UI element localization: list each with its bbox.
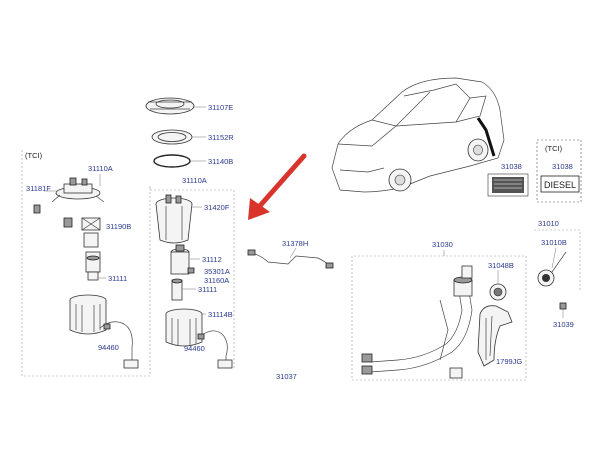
- fuel-line-31378h: [247, 249, 334, 269]
- callout-31030: 31030: [432, 240, 453, 249]
- callout-31010: 31010: [538, 219, 559, 228]
- fuel-pump-module-31420f: [155, 194, 193, 244]
- cap-31048b: [489, 283, 507, 301]
- callout-31038-b: 31038: [552, 162, 573, 171]
- red-arrow-icon: [248, 153, 307, 220]
- callout-31378h: 31378H: [282, 239, 308, 248]
- callout-31107e: 31107E: [208, 103, 233, 112]
- callout-31114b: 31114B: [208, 310, 233, 319]
- sender-35301a: [187, 267, 195, 274]
- diesel-label: DIESEL: [544, 180, 576, 190]
- fuel-pump-motor-tci: [85, 251, 101, 281]
- filter-31111: [171, 278, 183, 301]
- clip-part-31181f: [33, 204, 41, 214]
- callout-31111: 31111: [198, 285, 217, 294]
- filter-31190b: [63, 217, 101, 248]
- filler-door-frame: [534, 229, 581, 290]
- wiring-harness-94460: [197, 330, 233, 369]
- callout-31140b: 31140B: [208, 157, 233, 166]
- ring-31152r: [151, 129, 193, 145]
- wiring-harness-tci: [99, 321, 139, 369]
- gasket-31140b: [153, 154, 191, 168]
- callout-31048b: 31048B: [488, 261, 514, 270]
- tci-tag-left: (TCI): [25, 151, 43, 160]
- callout-31110a: 31110A: [182, 176, 207, 185]
- filler-door-31010b: [537, 247, 567, 287]
- hose-1799jg: [477, 305, 513, 367]
- lock-ring-31107e: [145, 97, 195, 115]
- callout-35301a: 35301A: [204, 267, 230, 276]
- callout-31152r: 31152R: [208, 133, 234, 142]
- callout-94460-tci: 94460: [98, 343, 119, 352]
- callout-1799jg: 1799JG: [496, 357, 522, 366]
- filler-group-frame: [351, 255, 527, 381]
- callout-31037: 31037: [276, 372, 297, 381]
- fuel-pump-motor-31112: [170, 244, 190, 275]
- tci-group-frame: [21, 150, 151, 377]
- callout-31420f: 31420F: [204, 203, 230, 212]
- callout-31160a: 31160A: [204, 276, 229, 285]
- diesel-label-plate: [540, 175, 580, 193]
- callout-31038-a: 31038: [501, 162, 522, 171]
- filler-neck-31030: [361, 265, 473, 379]
- callout-94460: 94460: [184, 344, 205, 353]
- clip-31039: [559, 302, 567, 318]
- car-icon: [331, 77, 505, 193]
- diesel-group-frame: [536, 139, 582, 203]
- main-group-frame: [149, 186, 235, 370]
- callout-31190b: 31190B: [106, 222, 131, 231]
- callout-31110a-tci: 31110A: [88, 164, 113, 173]
- callout-31010b: 31010B: [541, 238, 567, 247]
- reservoir-cup-31114b: [165, 308, 203, 347]
- callout-31112: 31112: [202, 255, 222, 264]
- fuel-pump-flange-tci: [51, 177, 105, 203]
- callout-31039: 31039: [553, 320, 574, 329]
- barcode-label-icon: [487, 173, 529, 197]
- reservoir-cup-tci: [69, 294, 107, 335]
- callout-31181f: 31181F: [26, 184, 51, 193]
- callout-31111-tci: 31111: [108, 274, 127, 283]
- leader: [289, 247, 297, 259]
- tci-tag-right: (TCI): [545, 144, 563, 153]
